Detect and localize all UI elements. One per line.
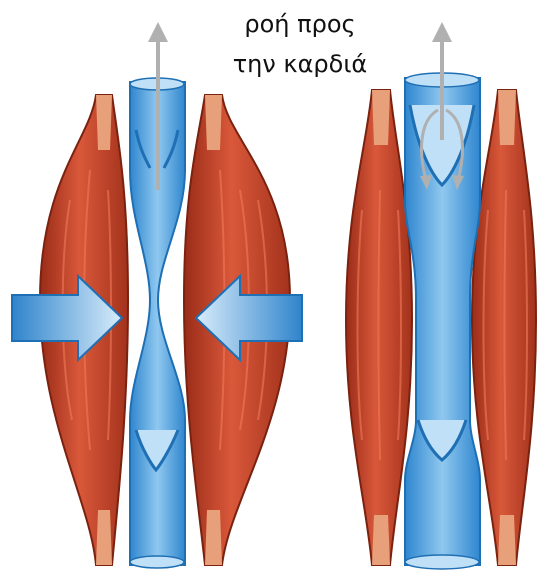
flow-caption: ροή προς την καρδιά xyxy=(190,4,410,84)
caption-line-2: την καρδιά xyxy=(190,44,410,84)
muscle-right-relaxed xyxy=(472,90,536,565)
panel-contracted xyxy=(12,22,302,568)
muscle-left-relaxed xyxy=(346,90,412,565)
panel-relaxed xyxy=(346,22,536,569)
caption-line-1: ροή προς xyxy=(190,4,410,44)
vein-relaxed xyxy=(405,73,480,569)
